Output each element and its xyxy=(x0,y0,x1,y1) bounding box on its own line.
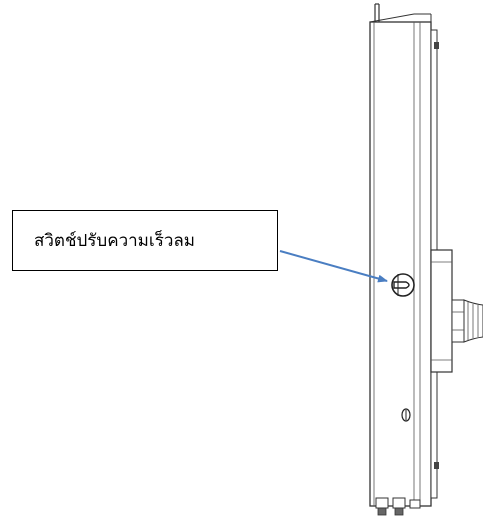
speed-switch-knob xyxy=(391,273,415,297)
screw xyxy=(401,408,411,422)
housing-body xyxy=(369,13,432,507)
callout-arrow xyxy=(279,250,388,283)
side-block xyxy=(430,249,453,373)
callout-label-box: สวิตช์ปรับความเร็วลม xyxy=(12,210,278,271)
bottom-connectors xyxy=(375,497,421,516)
callout-label: สวิตช์ปรับความเร็วลม xyxy=(34,231,195,251)
cable-gland xyxy=(451,299,483,343)
